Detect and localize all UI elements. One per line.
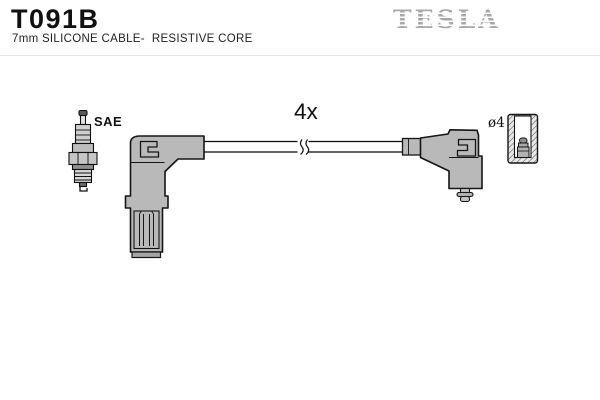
spark-plug-icon — [68, 109, 98, 192]
connector-cap-cross-section — [507, 113, 539, 164]
product-description: 7mm SILICONE CABLE- RESISTIVE CORE — [12, 33, 253, 45]
header-divider — [0, 55, 600, 56]
cable-break-gap — [297, 139, 309, 154]
part-number: T091B — [11, 4, 100, 34]
coil-end-boot-connector — [124, 135, 205, 259]
plug-end-boot-connector — [401, 129, 483, 203]
sae-label: SAE — [94, 114, 122, 129]
quantity-label: 4x — [294, 99, 319, 124]
ignition-cable — [197, 139, 405, 155]
boot-clip-detail — [456, 138, 477, 157]
diameter-label: ø4 — [488, 115, 505, 131]
boot-clip-detail — [139, 140, 160, 158]
